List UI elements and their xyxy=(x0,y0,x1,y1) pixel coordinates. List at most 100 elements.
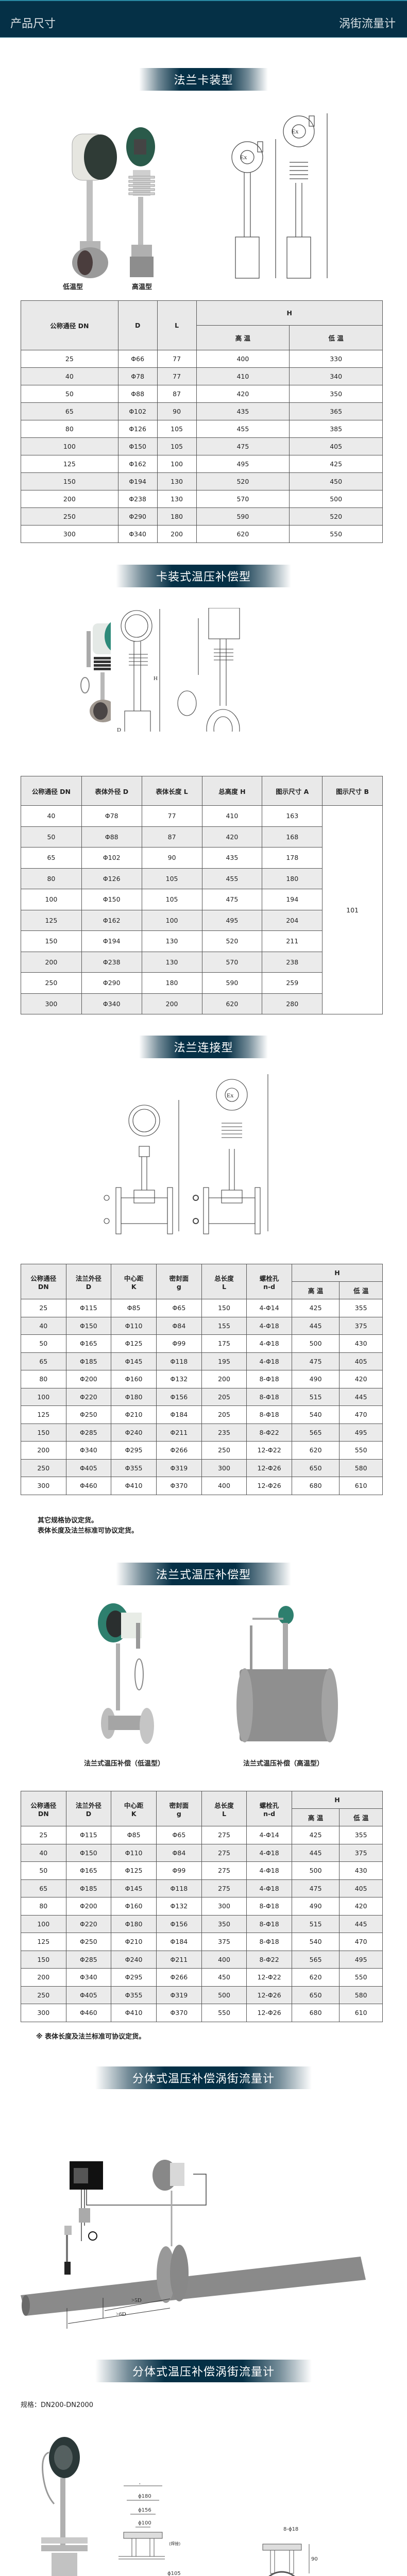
table-cell: Φ85 xyxy=(111,1826,157,1844)
table-cell: 475 xyxy=(201,889,263,910)
svg-text:Ex: Ex xyxy=(227,1092,233,1099)
table-cell: 375 xyxy=(339,1843,383,1862)
table-cell: 150 xyxy=(201,1299,247,1317)
table-cell: 8-Φ18 xyxy=(246,1405,292,1424)
table-cell: Φ266 xyxy=(156,1441,202,1460)
table-cell: 200 xyxy=(21,951,82,973)
table-cell: Φ99 xyxy=(156,1861,202,1880)
col-header-line2: n-d xyxy=(263,1282,276,1291)
section-title: 分体式温压补偿涡街流量计 xyxy=(132,2366,275,2379)
table-cell: Φ185 xyxy=(65,1879,112,1897)
table-cell: Φ165 xyxy=(65,1334,112,1353)
table-cell: 4-Φ18 xyxy=(246,1861,292,1880)
table-cell: Φ126 xyxy=(81,868,142,889)
table-cell: Φ85 xyxy=(111,1299,157,1317)
table-cell: Φ200 xyxy=(65,1370,112,1388)
table-cell: 200 xyxy=(157,525,197,543)
table-cell: 65 xyxy=(21,1352,66,1370)
table-cell: 8-Φ18 xyxy=(246,1897,292,1916)
table-cell: 200 xyxy=(201,1370,247,1388)
col-header-h-low: 低 温 xyxy=(289,325,383,350)
table-cell: 435 xyxy=(201,847,263,869)
table-cell: 4-Φ18 xyxy=(246,1879,292,1897)
table-cell: Φ295 xyxy=(111,1968,157,1987)
installation-diagram-split-type: >5D >6D xyxy=(21,2138,386,2334)
table-cell: Φ319 xyxy=(156,1986,202,2004)
table-cell: 200 xyxy=(21,1441,66,1460)
table-cell: 155 xyxy=(201,1316,247,1335)
note-line: 表体长度及法兰标准可协议定货。 xyxy=(38,1527,139,1535)
table-cell: Φ238 xyxy=(117,490,158,508)
table-cell: 50 xyxy=(21,385,118,403)
table-cell: 340 xyxy=(289,367,383,385)
table-cell: 425 xyxy=(289,455,383,473)
col-header-line2: DN xyxy=(38,1282,49,1291)
table-cell: 195 xyxy=(201,1352,247,1370)
table-cell: 650 xyxy=(291,1459,340,1477)
table-cell: 385 xyxy=(289,420,383,438)
table-cell: 375 xyxy=(201,1933,247,1951)
table-cell: 87 xyxy=(157,385,197,403)
col-header-line1: 总长度 xyxy=(214,1801,234,1809)
table-cell: 515 xyxy=(291,1914,340,1933)
table-cell: Φ194 xyxy=(117,472,158,490)
table-cell: 8-Φ22 xyxy=(246,1423,292,1442)
svg-text:Ex: Ex xyxy=(292,128,298,135)
table-cell: 405 xyxy=(339,1352,383,1370)
table-cell: Φ162 xyxy=(117,455,158,473)
table-cell: Φ340 xyxy=(117,525,158,543)
col-header-h-high: 高 温 xyxy=(196,325,290,350)
table-cell: Φ250 xyxy=(65,1933,112,1951)
table-cell: 445 xyxy=(339,1914,383,1933)
col-header-d: D xyxy=(117,300,158,350)
table-cell: 12-Φ22 xyxy=(246,1441,292,1460)
dimension-drawing-flange-connection: Ex xyxy=(98,1066,304,1236)
col-header-line1: 中心距 xyxy=(124,1274,144,1282)
table-cell: Φ285 xyxy=(65,1423,112,1442)
table-cell: Φ160 xyxy=(111,1897,157,1916)
table-cell: 280 xyxy=(262,993,323,1014)
table-cell: 100 xyxy=(21,889,82,910)
table-cell: 275 xyxy=(201,1861,247,1880)
table-cell: 130 xyxy=(141,951,202,973)
table-cell: Φ88 xyxy=(117,385,158,403)
table-cell: 610 xyxy=(339,2004,383,2022)
table-cell: 375 xyxy=(339,1316,383,1335)
col-header-line2: D xyxy=(86,1809,92,1818)
col-header-line2: DN xyxy=(38,1809,49,1818)
caption-flange-high-temp: 法兰式温压补偿（高温型） xyxy=(243,1760,324,1768)
table-cell: 490 xyxy=(291,1897,340,1916)
table-cell: Φ370 xyxy=(156,2004,202,2022)
table-cell: 40 xyxy=(21,1843,66,1862)
col-header-h: H xyxy=(196,300,383,326)
table-cell: Φ355 xyxy=(111,1986,157,2004)
table-cell: Φ78 xyxy=(81,805,142,827)
table-cell: Φ150 xyxy=(65,1316,112,1335)
table-cell: 520 xyxy=(289,507,383,526)
table-cell: 40 xyxy=(21,805,82,827)
dim-phi105: ϕ105 xyxy=(167,2571,181,2576)
table-cell: 500 xyxy=(291,1334,340,1353)
table-cell: 65 xyxy=(21,847,82,869)
page-title: 产品尺寸 xyxy=(10,18,56,30)
product-photo-flange-high-temp xyxy=(229,1602,343,1747)
table-cell: 80 xyxy=(21,1370,66,1388)
table-cell: 125 xyxy=(21,1405,66,1424)
table-cell: Φ340 xyxy=(65,1968,112,1987)
